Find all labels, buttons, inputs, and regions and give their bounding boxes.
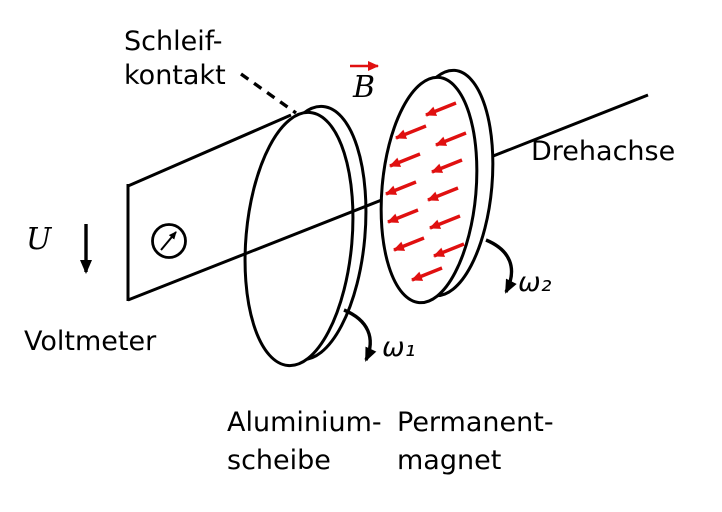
schleifkontakt-label-line1: Schleif- [124,26,222,57]
permanent-label-line1: Permanent- [397,407,554,438]
drehachse-label: Drehachse [531,136,675,167]
aluminium-disc-face [243,110,355,368]
schleifkontakt-label-line2: kontakt [124,60,226,91]
b-field-arrow [425,101,457,117]
schleifkontakt-pointer-dashed-line [240,72,297,115]
b-field-arrow [385,180,417,196]
aluminium-label-line1: Aluminium- [227,407,382,438]
b-field-arrow [427,186,459,202]
omega1-label: ω₁ [382,332,415,363]
b-field-label: B [352,70,375,105]
circuit-wire-top [127,113,292,188]
b-field-arrow [433,242,465,258]
b-field-arrow [393,236,425,252]
b-field-arrows-group [385,101,467,282]
b-field-arrow [435,131,467,147]
omega1-rotation-arrow [343,308,377,362]
permanent-label-line2: magnet [397,445,501,476]
b-field-arrow [389,152,421,168]
voltmeter-needle-icon [160,231,177,251]
aluminium-label-line2: scheibe [227,445,331,476]
b-field-arrow [429,214,461,230]
omega2-rotation-arrow [485,238,517,294]
omega2-label: ω₂ [518,267,552,298]
b-field-arrow [431,158,463,174]
voltage-label: U [26,222,53,257]
b-field-arrow [387,208,419,224]
b-field-arrow [411,266,443,282]
voltmeter-label: Voltmeter [24,326,157,357]
b-field-arrow [395,124,427,140]
